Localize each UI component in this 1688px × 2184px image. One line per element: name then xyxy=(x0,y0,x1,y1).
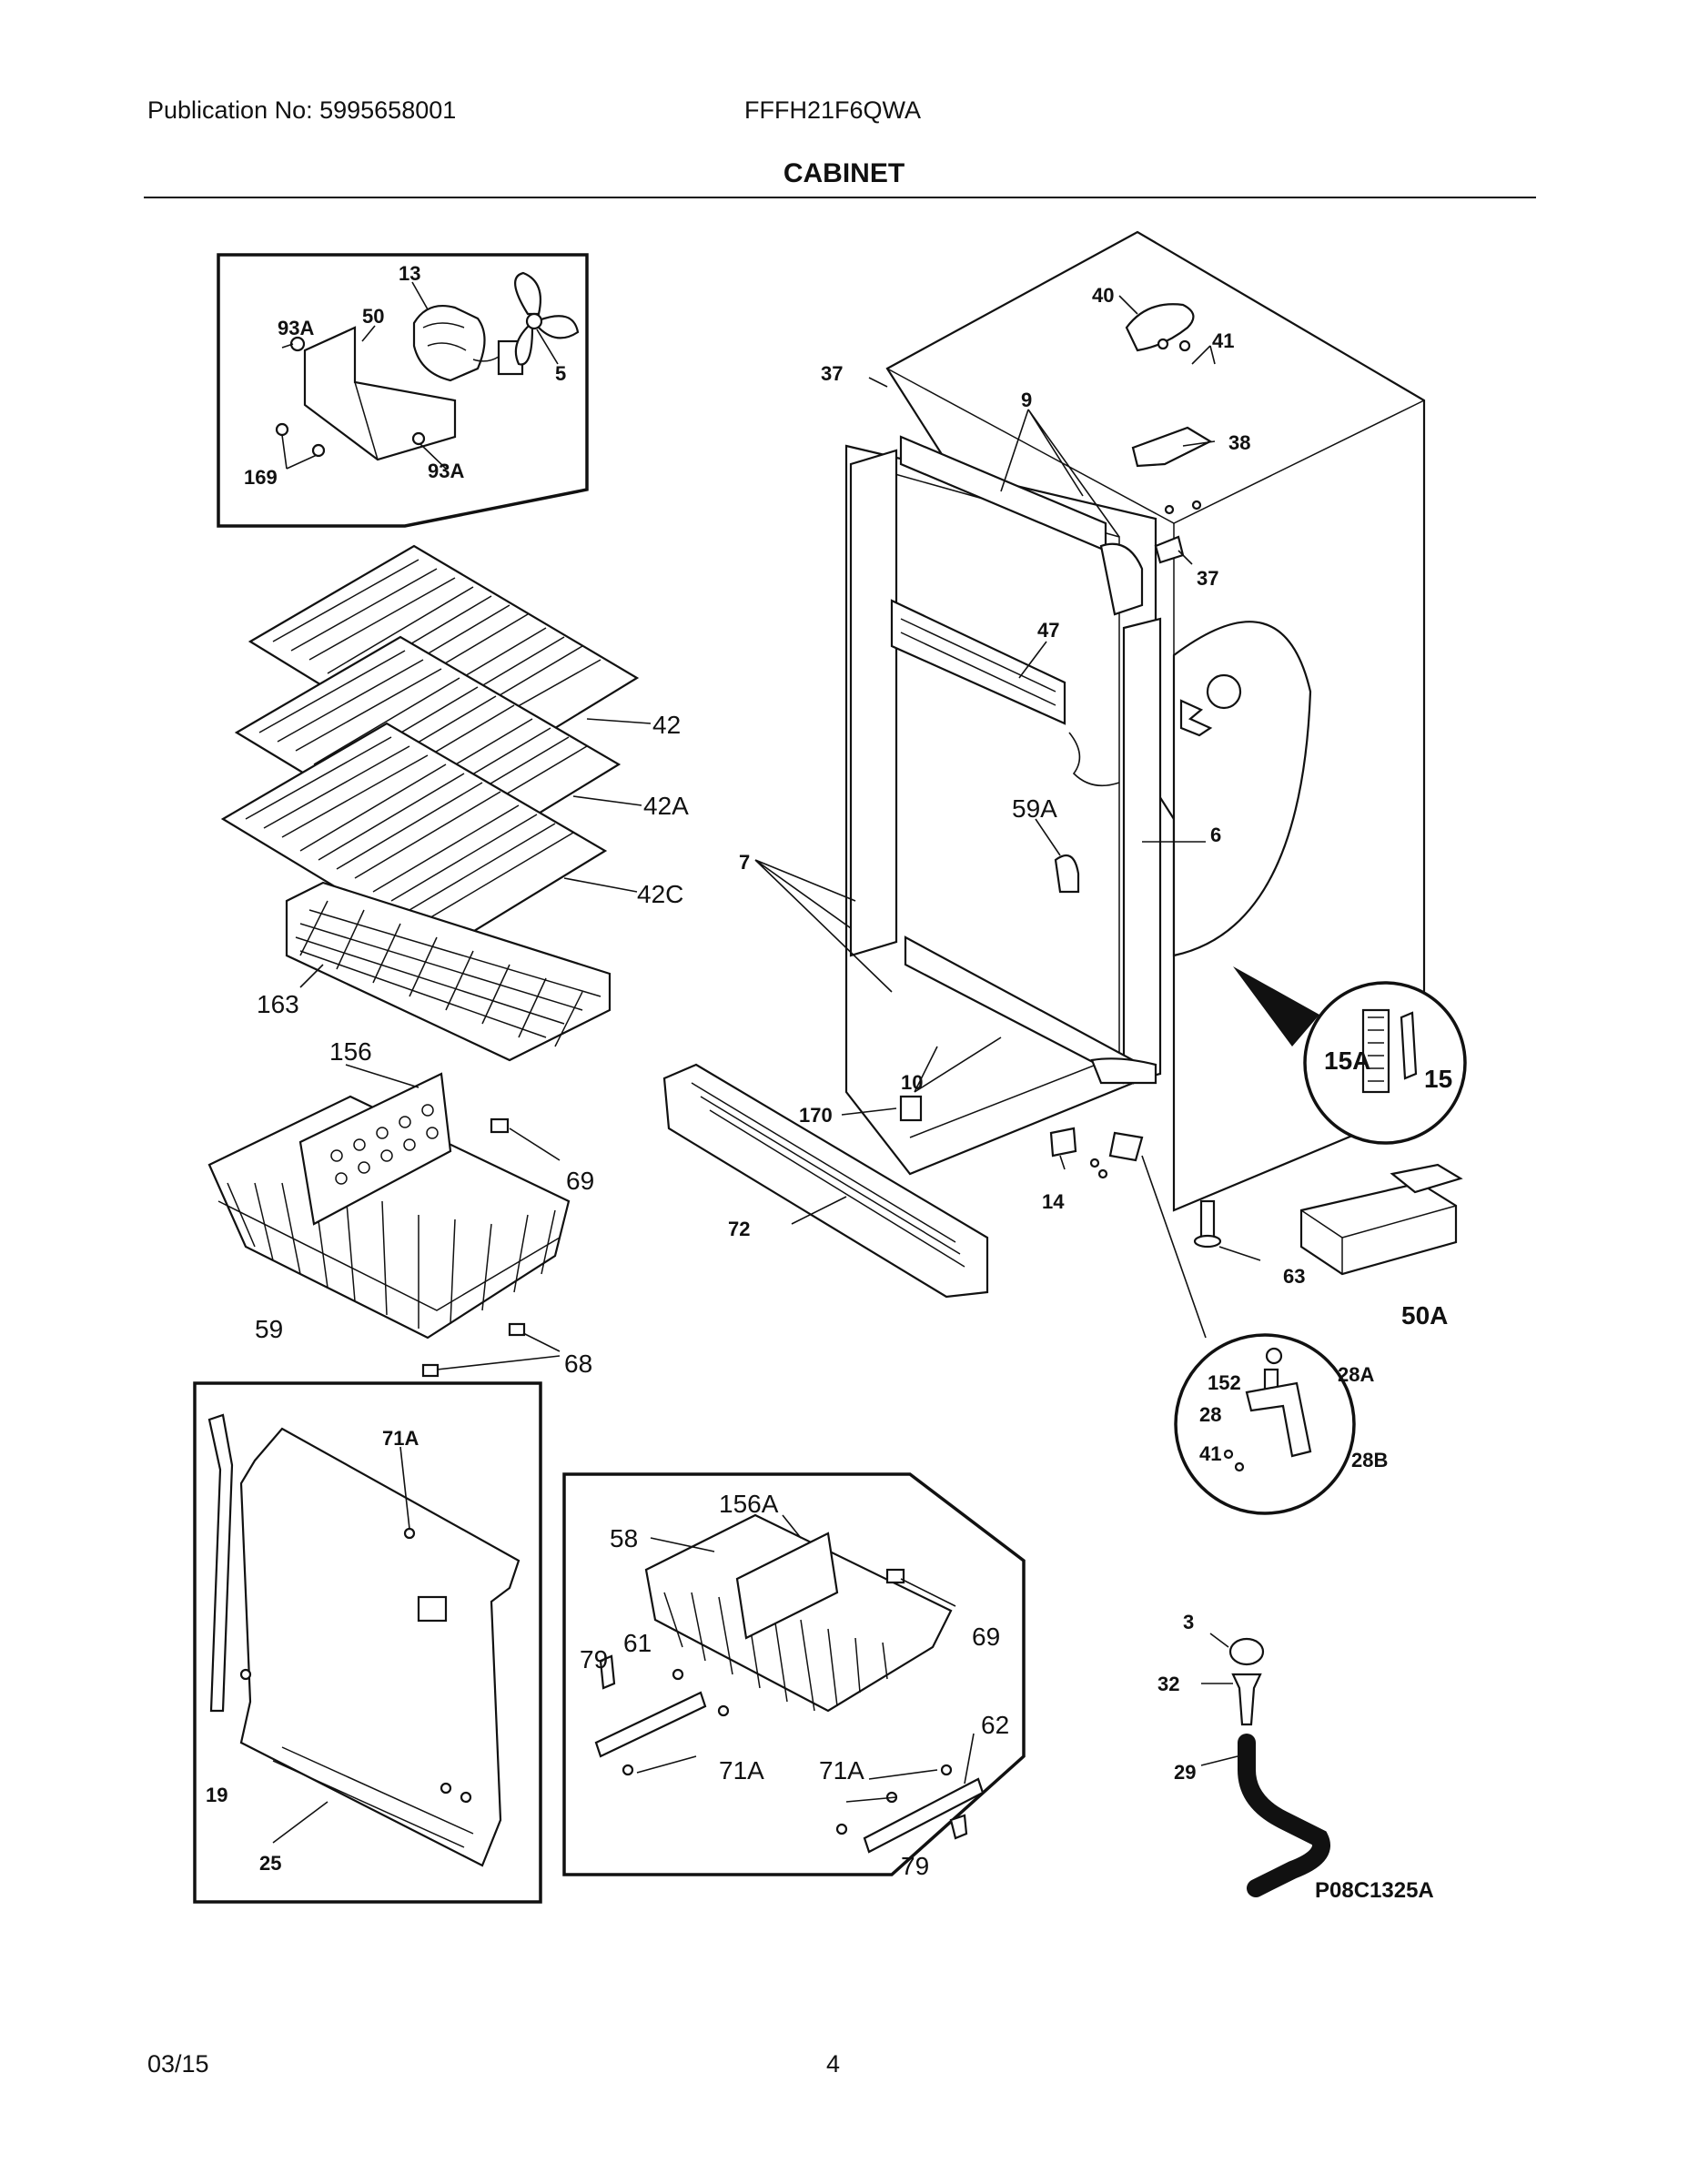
callout-5: 5 xyxy=(555,362,566,385)
bottom-hinge-detail xyxy=(1141,1155,1356,1515)
callout-14: 14 xyxy=(1042,1190,1065,1213)
callout-28: 28 xyxy=(1199,1403,1221,1426)
callout-156: 156 xyxy=(329,1037,372,1066)
basket-58-inset xyxy=(562,1472,1026,1876)
screws-93a xyxy=(275,336,426,458)
callout-41: 41 xyxy=(1199,1442,1221,1465)
fan-bracket xyxy=(303,326,457,461)
callout-68: 68 xyxy=(564,1350,592,1378)
leveling-leg xyxy=(1193,1199,1261,1261)
callout-37: 37 xyxy=(1197,567,1218,590)
model-number: FFFH21F6QWA xyxy=(744,96,922,124)
callout-93a: 93A xyxy=(428,460,464,482)
callout-71a: 71A xyxy=(719,1756,764,1785)
callout-28a: 28A xyxy=(1338,1363,1374,1386)
callout-41: 41 xyxy=(1212,329,1234,352)
callout-13: 13 xyxy=(399,262,420,285)
header-rule xyxy=(144,197,1536,198)
callout-labels: 13 93A 50 5 169 93A 40 41 37 9 38 37 47 … xyxy=(206,262,1452,1903)
control-box xyxy=(1299,1163,1463,1276)
callout-9: 9 xyxy=(1021,389,1032,411)
revision-date: 03/15 xyxy=(147,2050,209,2078)
wire-harness xyxy=(1054,699,1213,894)
callout-58: 58 xyxy=(610,1524,638,1552)
callout-72: 72 xyxy=(728,1218,750,1240)
air-tower xyxy=(890,599,1066,725)
callout-63: 63 xyxy=(1283,1265,1305,1288)
callout-40: 40 xyxy=(1092,284,1114,307)
drain-tube-assembly xyxy=(1200,1633,1330,1897)
publication-number: Publication No: 5995658001 xyxy=(147,96,457,124)
callout-62: 62 xyxy=(981,1711,1009,1739)
leader-lines xyxy=(754,295,1216,1170)
callout-71a: 71A xyxy=(819,1756,864,1785)
callout-79: 79 xyxy=(580,1645,608,1673)
callout-38: 38 xyxy=(1228,431,1250,454)
callout-50: 50 xyxy=(362,305,384,328)
basket-163 xyxy=(285,881,612,1062)
callout-10: 10 xyxy=(901,1071,923,1094)
breaker-strips xyxy=(849,435,1162,1085)
wire-basket-59 xyxy=(207,1064,571,1378)
callout-19: 19 xyxy=(206,1784,227,1806)
callout-93a: 93A xyxy=(278,317,314,339)
callout-152: 152 xyxy=(1208,1371,1241,1394)
callout-32: 32 xyxy=(1157,1673,1179,1695)
light-detail-circle xyxy=(1233,966,1467,1145)
callout-37: 37 xyxy=(821,362,843,385)
callout-42c: 42C xyxy=(637,880,683,908)
callout-79: 79 xyxy=(901,1852,929,1880)
callout-15a: 15A xyxy=(1324,1046,1370,1075)
switch-parts xyxy=(899,1095,1144,1179)
toe-grille-72 xyxy=(662,1063,989,1299)
callout-169: 169 xyxy=(244,466,278,489)
callout-156a: 156A xyxy=(719,1490,779,1518)
condenser-coil xyxy=(1172,621,1312,957)
callout-15: 15 xyxy=(1424,1065,1452,1093)
page-number: 4 xyxy=(826,2050,841,2078)
callout-47: 47 xyxy=(1037,619,1059,642)
callout-6: 6 xyxy=(1210,824,1221,846)
callout-3: 3 xyxy=(1183,1611,1194,1633)
callout-42a: 42A xyxy=(643,792,689,820)
callout-42: 42 xyxy=(652,711,681,739)
callout-69: 69 xyxy=(972,1623,1000,1651)
diagram-code: P08C1325A xyxy=(1315,1878,1434,1903)
callout-29: 29 xyxy=(1174,1761,1196,1784)
callout-71a: 71A xyxy=(382,1427,419,1450)
callout-7: 7 xyxy=(739,851,750,874)
fan-motor xyxy=(412,304,524,382)
callout-25: 25 xyxy=(259,1852,281,1875)
callout-59: 59 xyxy=(255,1315,283,1343)
fan-motor-inset xyxy=(217,253,589,528)
top-hinge-parts xyxy=(1125,303,1213,564)
section-title: CABINET xyxy=(783,158,905,188)
callout-59a: 59A xyxy=(1012,794,1057,823)
callout-163: 163 xyxy=(257,990,299,1018)
fan-blade xyxy=(514,271,580,366)
evap-cover-inset xyxy=(193,1381,542,1904)
callout-28b: 28B xyxy=(1351,1449,1388,1471)
callout-69: 69 xyxy=(566,1167,594,1195)
callout-170: 170 xyxy=(799,1104,833,1127)
callout-50a: 50A xyxy=(1401,1301,1448,1330)
callout-61: 61 xyxy=(623,1629,652,1657)
